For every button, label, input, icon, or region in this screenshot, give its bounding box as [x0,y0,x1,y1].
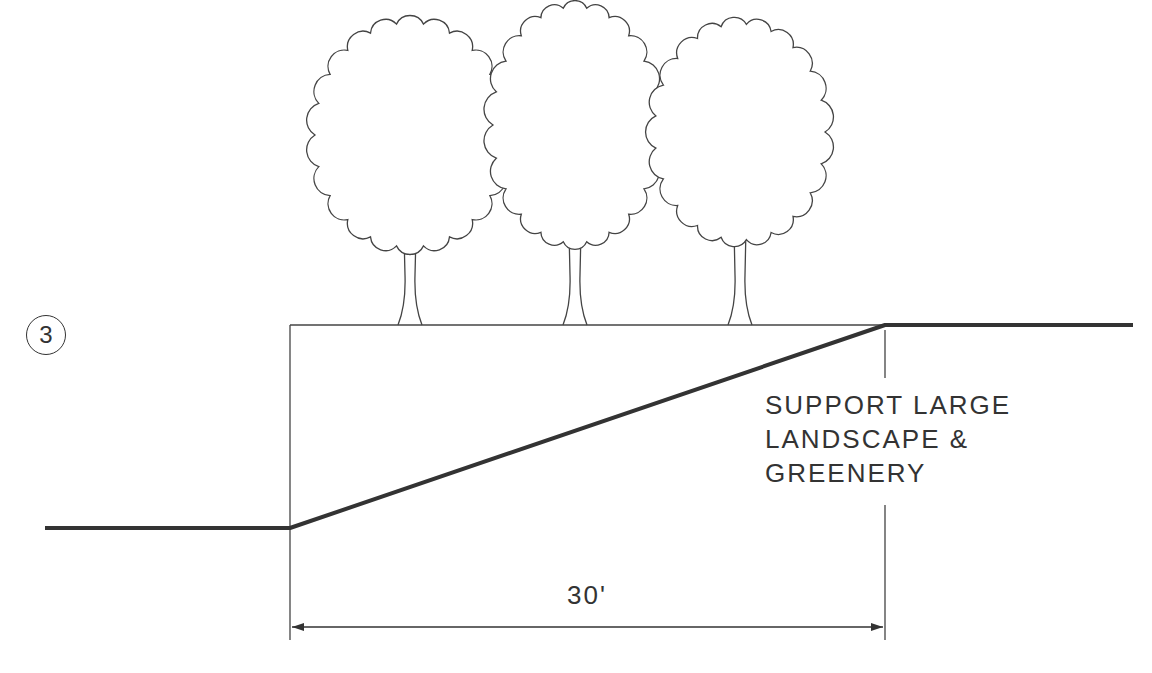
tree-crown [307,16,514,255]
extension-line [289,325,290,640]
top-outline [290,324,885,325]
dimension-line [292,626,883,627]
note-text: SUPPORT LARGE LANDSCAPE & GREENERY [765,388,1055,490]
ground-profile [45,325,1133,528]
dimension-text: 30' [567,578,607,612]
tree-crown [484,1,666,250]
tree-crown [646,17,834,246]
callout-number: 3 [39,323,52,347]
callout-circle: 3 [26,315,66,355]
tree-group [307,1,834,325]
